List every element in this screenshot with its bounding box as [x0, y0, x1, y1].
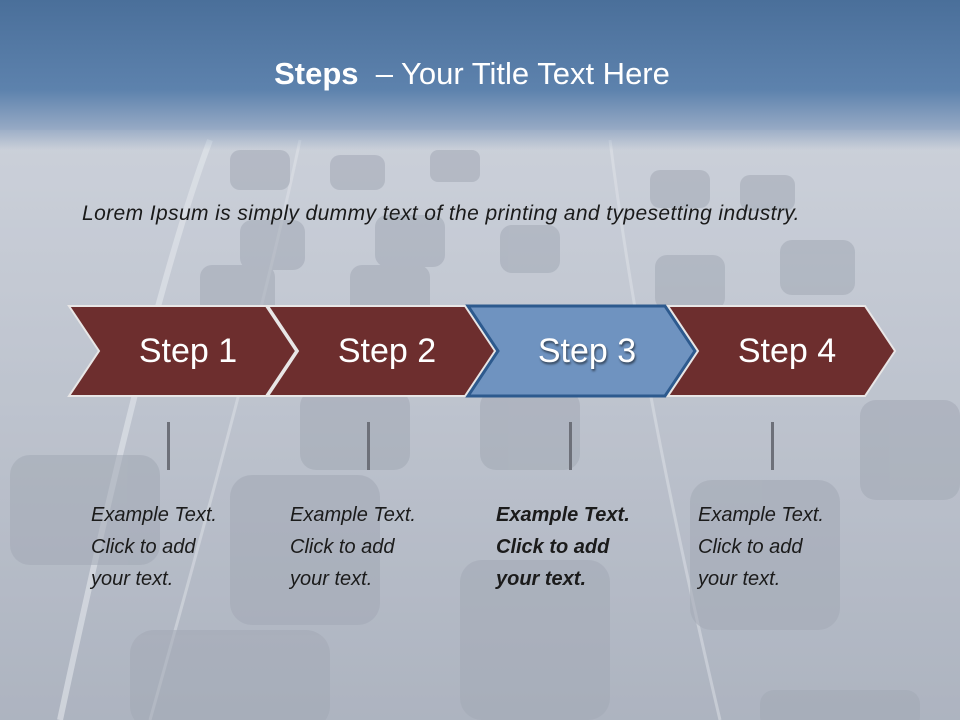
- title-band: [0, 0, 960, 150]
- step-1-text[interactable]: Example Text. Click to add your text.: [91, 504, 217, 590]
- step-2-chevron[interactable]: [266, 305, 497, 397]
- step-3-text[interactable]: Example Text. Click to add your text.: [496, 504, 630, 590]
- title-bold: Steps: [274, 56, 359, 91]
- slide-title[interactable]: Steps – Your Title Text Here: [0, 52, 944, 96]
- intro-text[interactable]: Lorem Ipsum is simply dummy text of the …: [82, 202, 800, 225]
- step-1-connector: [167, 422, 170, 470]
- step-4-label: Step 4: [737, 332, 837, 370]
- step-4-connector: [771, 422, 774, 470]
- step-4-chevron[interactable]: [666, 305, 897, 397]
- step-2-label: Step 2: [337, 332, 437, 370]
- step-3-connector: [569, 422, 572, 470]
- step-1-chevron[interactable]: [67, 305, 298, 397]
- step-1-label: Step 1: [138, 332, 238, 370]
- step-4-text[interactable]: Example Text. Click to add your text.: [698, 504, 824, 590]
- step-2-connector: [367, 422, 370, 470]
- step-3-label: Step 3: [537, 332, 637, 370]
- step-3-chevron[interactable]: [465, 304, 697, 398]
- title-rest: – Your Title Text Here: [375, 56, 670, 91]
- step-2-text[interactable]: Example Text. Click to add your text.: [290, 504, 416, 590]
